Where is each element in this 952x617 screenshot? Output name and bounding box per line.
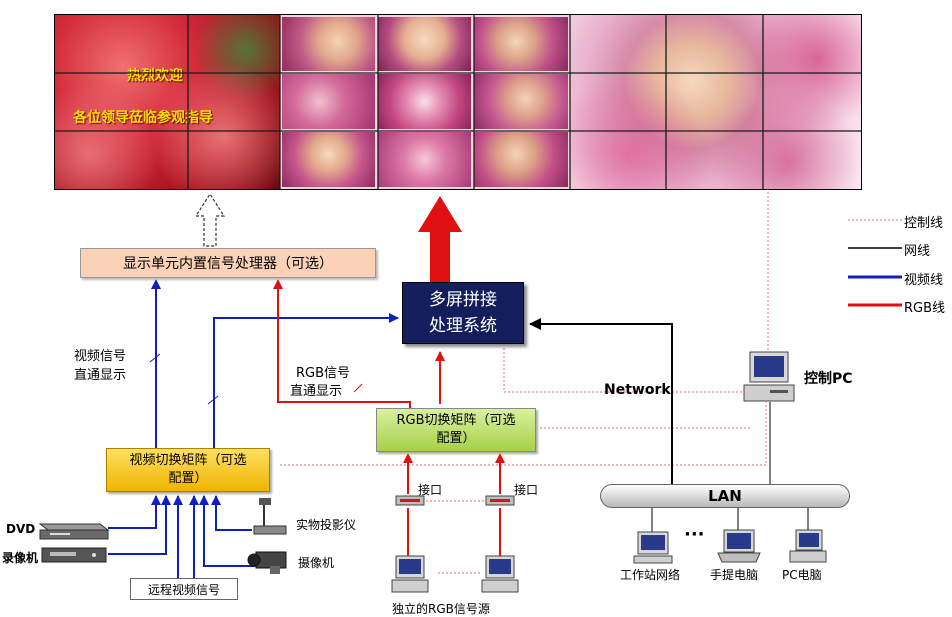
splice-system-label-1: 多屏拼接 — [429, 290, 497, 310]
video-direct-label-2: 直通显示 — [74, 368, 127, 383]
document-camera-icon — [253, 498, 287, 535]
portrait-tile — [474, 17, 568, 71]
portrait-tile — [282, 132, 375, 187]
wall-grid-lines — [55, 15, 861, 189]
portrait-tile — [474, 132, 568, 187]
builtin-output-arrow — [194, 192, 226, 247]
dvd-label: DVD — [6, 522, 36, 536]
portrait-tile — [378, 132, 471, 187]
rgb-matrix-box: RGB切换矩阵（可选 配置） — [376, 408, 536, 452]
portrait-tiles-panel — [280, 15, 570, 189]
control-pc-icon — [743, 351, 795, 402]
portrait-tile — [378, 17, 471, 71]
vcr-label: 录像机 — [2, 551, 39, 565]
control-pc-label: 控制PC — [804, 371, 853, 387]
network-label: Network — [604, 382, 671, 398]
pc-label: PC电脑 — [782, 568, 822, 582]
video-matrix-label-1: 视频切换矩阵（可选 — [129, 453, 247, 468]
lan-label: LAN — [708, 487, 742, 505]
large-portrait-flowers — [570, 15, 861, 189]
interface-label-2: 接口 — [514, 483, 539, 497]
portrait-tile — [474, 74, 568, 129]
welcome-title: 热烈欢迎 — [127, 68, 183, 84]
rose-panel-highlights — [55, 15, 280, 189]
builtin-processor-box: 显示单元内置信号处理器（可选） — [80, 248, 376, 278]
remote-video-box: 远程视频信号 — [130, 578, 238, 600]
interface-label-1: 接口 — [418, 483, 443, 497]
rgb-sources-label: 独立的RGB信号源 — [392, 602, 490, 616]
video-direct-label-1: 视频信号 — [74, 349, 127, 364]
remote-video-label: 远程视频信号 — [147, 582, 220, 597]
splice-system-label-2: 处理系统 — [429, 316, 497, 336]
pc-icon — [789, 529, 827, 563]
network-line — [529, 318, 673, 484]
laptop-label: 手提电脑 — [710, 568, 759, 582]
builtin-processor-label: 显示单元内置信号处理器（可选） — [123, 256, 333, 272]
splice-system-box: 多屏拼接 处理系统 — [402, 282, 524, 344]
portrait-tile — [282, 17, 375, 71]
video-wall: 热烈欢迎 各位领导莅临参观指导 — [54, 14, 862, 190]
legend-network-label: 网线 — [904, 244, 931, 259]
dvd-player-icon — [38, 523, 110, 540]
lan-bus: LAN — [600, 484, 850, 508]
rgb-matrix-label-2: 配置） — [436, 431, 476, 446]
workstation-icon — [633, 531, 673, 564]
camcorder-label: 摄像机 — [298, 556, 335, 570]
portrait-tile — [378, 74, 471, 129]
rgb-matrix-label-1: RGB切换矩阵（可选 — [396, 413, 516, 428]
camcorder-icon — [247, 551, 287, 574]
vcr-icon — [41, 547, 107, 563]
legend-control-label: 控制线 — [904, 216, 944, 231]
rgb-direct-label-1: RGB信号 — [296, 366, 351, 381]
splice-output-arrow — [418, 196, 462, 282]
video-matrix-label-2: 配置） — [168, 471, 208, 486]
legend-video-label: 视频线 — [904, 273, 944, 288]
video-matrix-box: 视频切换矩阵（可选 配置） — [106, 448, 270, 492]
ellipsis-label: ··· — [684, 524, 705, 545]
portrait-tile — [282, 74, 375, 129]
rgb-source-computer-icon — [481, 555, 519, 593]
rgb-source-computer-icon — [391, 555, 429, 593]
interface-connector-icon — [485, 495, 515, 506]
workstation-label: 工作站网络 — [620, 568, 681, 582]
legend-rgb-label: RGB线 — [904, 301, 946, 316]
welcome-subtitle: 各位领导莅临参观指导 — [73, 110, 213, 126]
rgb-direct-label-2: 直通显示 — [290, 384, 343, 399]
document-camera-label: 实物投影仪 — [296, 518, 357, 532]
laptop-icon — [717, 529, 761, 563]
interface-connector-icon — [395, 495, 425, 506]
